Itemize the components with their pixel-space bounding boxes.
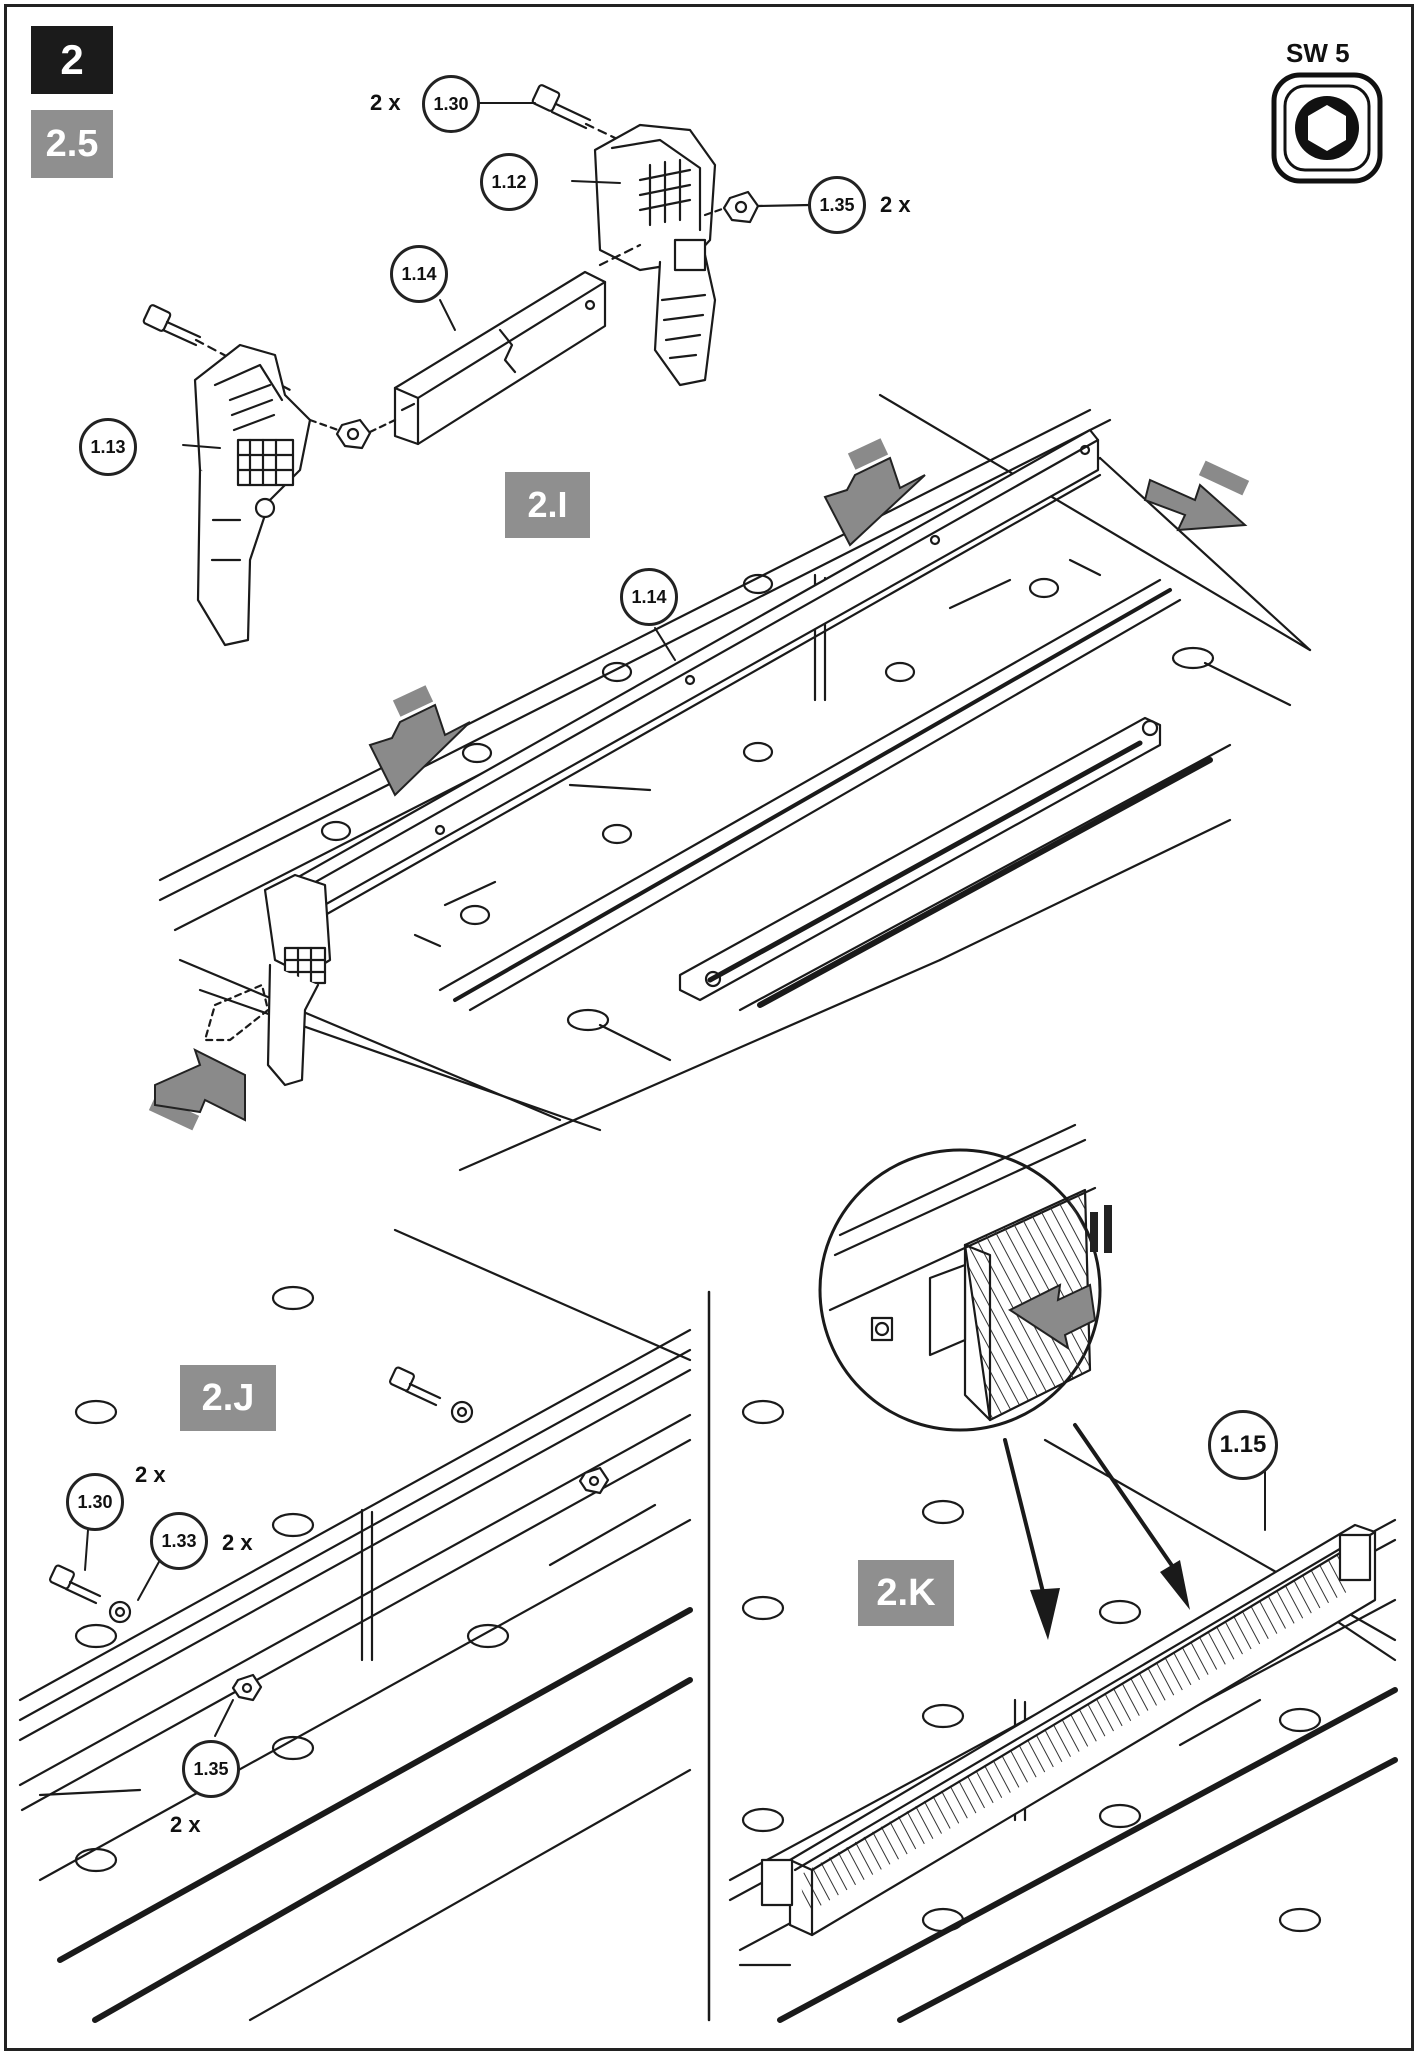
callout-1-15: 1.15 <box>1208 1410 1278 1480</box>
magnifier-detail <box>818 1123 1102 1432</box>
clamp-1-13 <box>193 343 312 647</box>
motion-arrows <box>148 438 1250 1131</box>
leader-lines <box>84 102 1266 1737</box>
magnifier-insert-arrow <box>1007 1205 1112 1351</box>
arrow-down-left <box>368 685 471 797</box>
view-label-2-i: 2.I <box>505 472 590 538</box>
detail-arrows <box>1003 1423 1177 1602</box>
callout-1-14-top: 1.14 <box>390 245 448 303</box>
nut-1-35-top <box>703 190 812 224</box>
callout-1-12: 1.12 <box>480 153 538 211</box>
arrow-left-in <box>148 1048 246 1131</box>
callout-1-35-j: 1.35 <box>182 1740 240 1798</box>
sub-step-badge: 2.5 <box>31 110 113 178</box>
table-slot-panel <box>678 716 1232 1012</box>
nut-left-exploded <box>308 418 397 450</box>
quantity-1-30-j: 2 x <box>135 1462 166 1487</box>
quantity-1-35-j: 2 x <box>170 1812 201 1837</box>
quantity-1-30-top: 2 x <box>370 90 401 115</box>
tool-size-label: SW 5 <box>1286 38 1350 68</box>
quantity-1-35-top: 2 x <box>880 192 911 217</box>
callout-1-14-main: 1.14 <box>620 568 678 626</box>
detail-arrow-head-1 <box>1030 1588 1060 1640</box>
rail-piece-1-14-exploded <box>393 270 607 446</box>
arrow-right-in <box>1143 460 1250 532</box>
detail-view-2-j <box>18 1228 693 2023</box>
callout-1-35-top: 1.35 <box>808 176 866 234</box>
callout-1-33-j: 1.33 <box>150 1512 208 1570</box>
quantity-1-33-j: 2 x <box>222 1530 253 1555</box>
arrow-down-center <box>823 438 926 547</box>
step-number-badge: 2 <box>31 26 113 94</box>
clamp-assembled-left <box>203 873 332 1087</box>
view-label-2-j: 2.J <box>180 1365 276 1431</box>
table-top-main <box>158 393 1312 1172</box>
detail-view-2-k <box>728 1399 1398 2023</box>
detail-arrow-head-2 <box>1160 1560 1190 1610</box>
callout-1-13: 1.13 <box>79 418 137 476</box>
callout-1-30-top: 1.30 <box>422 75 480 133</box>
view-label-2-k: 2.K <box>858 1560 954 1626</box>
page-frame <box>4 4 1414 2051</box>
fence-rail-assembled <box>268 428 1102 937</box>
callout-1-30-j: 1.30 <box>66 1473 124 1531</box>
clamp-1-12 <box>593 123 717 387</box>
screw-1-30-top <box>531 84 642 152</box>
rail-track <box>438 578 1182 1012</box>
hex-key-icon <box>1271 72 1383 184</box>
